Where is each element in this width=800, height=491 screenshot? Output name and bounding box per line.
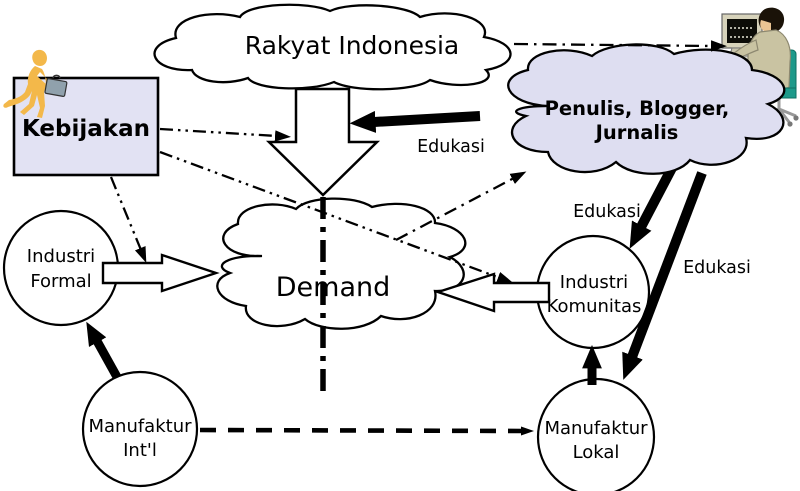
edukasi-label-industri-komunitas: Edukasi	[573, 202, 641, 222]
demand-cloud-node	[216, 197, 467, 330]
penulis-label-line2: Jurnalis	[594, 121, 679, 144]
penulis-cloud-node	[507, 43, 786, 175]
manufaktur-intl-label-line2: Int'l	[123, 440, 157, 461]
briefcase-icon	[44, 78, 68, 97]
edukasi-arrow-to-industri-komunitas	[629, 163, 678, 249]
industri-formal-to-demand-arrow	[101, 253, 220, 293]
manufaktur-lokal-label-line1: Manufaktur	[544, 418, 648, 439]
edukasi-arrow-to-rakyat-flow	[349, 110, 481, 133]
kebijakan-to-industri-formal-flow-dashdot-arrow	[109, 176, 147, 263]
kebijakan-to-demand-flow-dashdot-arrow	[159, 127, 291, 142]
edukasi-arrow-to-manufaktur-lokal	[622, 171, 707, 380]
manufaktur-intl-label-line1: Manufaktur	[88, 416, 192, 437]
industri-formal-node	[2, 209, 120, 327]
manufaktur-intl-to-industri-formal-arrow	[86, 321, 121, 380]
rakyat-cloud-node	[153, 3, 512, 91]
edukasi-label-manufaktur-lokal: Edukasi	[683, 258, 751, 278]
manufaktur-intl-to-manufaktur-lokal-dashed-arrow	[199, 426, 534, 436]
screen-glyphs	[730, 27, 752, 38]
industri-komunitas-to-demand-arrow	[434, 272, 551, 313]
rakyat-to-penulis-dashdot-arrow	[513, 40, 727, 52]
industri-komunitas-label-line1: Industri	[560, 272, 628, 293]
briefcase-woman-icon	[3, 49, 68, 119]
edukasi-label-rakyat-flow: Edukasi	[417, 137, 485, 157]
industri-formal-label-line1: Industri	[27, 246, 95, 267]
briefcase-handle	[52, 74, 61, 79]
woman-figure-shape	[3, 49, 50, 119]
penulis-label-line1: Penulis, Blogger,	[545, 97, 730, 120]
demand-to-penulis-dashdot-arrow	[395, 171, 527, 242]
rakyat-to-demand-arrow	[265, 87, 381, 197]
industri-komunitas-label-line2: Komunitas	[547, 296, 642, 317]
industri-formal-label-line2: Formal	[30, 271, 91, 292]
kebijakan-to-industri-komunitas-dashdot-arrow	[159, 150, 514, 283]
demand-label: Demand	[276, 272, 391, 303]
manufaktur-lokal-label-line2: Lokal	[573, 442, 620, 463]
kebijakan-node	[12, 76, 160, 177]
rakyat-label: Rakyat Indonesia	[245, 31, 460, 60]
manufaktur-intl-node	[81, 370, 199, 488]
kebijakan-label: Kebijakan	[22, 116, 150, 142]
person-face	[760, 20, 771, 32]
